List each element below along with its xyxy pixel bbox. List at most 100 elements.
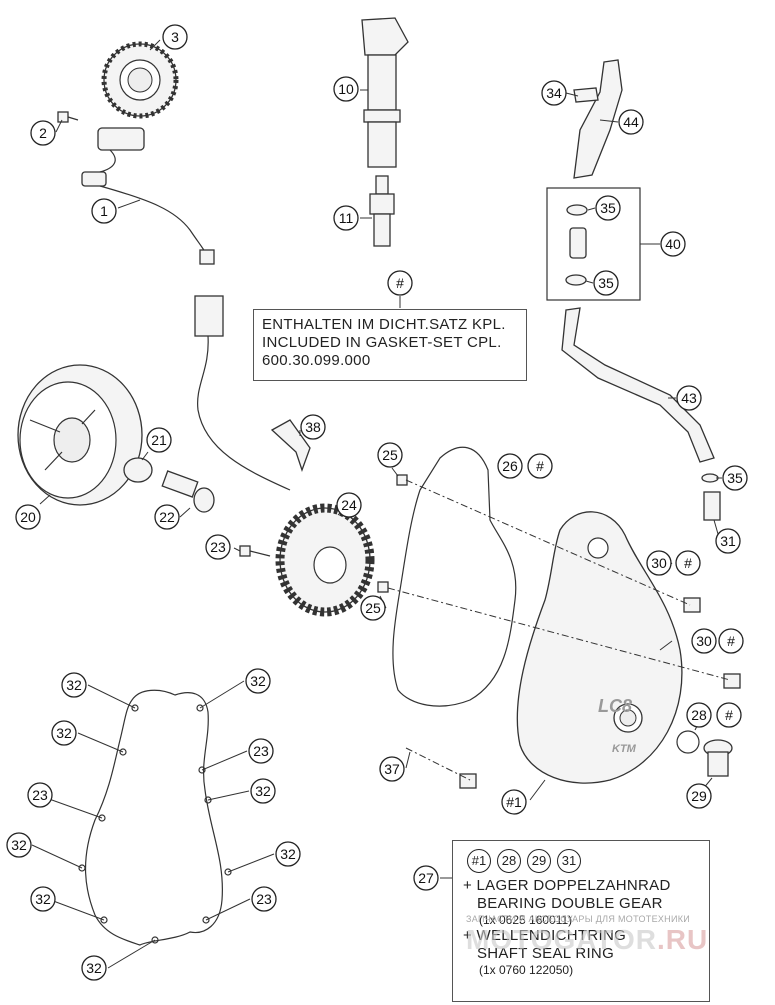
ignition-cover-part [516,511,683,784]
callout-23-b: 23 [27,782,53,808]
callout-29: 29 [686,783,712,809]
bearing-note-line-3: (1x 0625 160011) [479,913,573,927]
callout-28-hash: # [716,702,742,728]
callout-10: 10 [333,76,359,102]
bearing-note-line-6: (1x 0760 122050) [479,963,574,977]
svg-text:#: # [396,275,404,291]
callout-37: 37 [379,756,405,782]
svg-text:32: 32 [86,960,102,976]
callout-32-g: 32 [30,886,56,912]
gasket-note-line-2: INCLUDED IN GASKET-SET CPL. [262,334,502,351]
callout-25-a: 25 [377,442,403,468]
svg-text:32: 32 [255,783,271,799]
callout-28: 28 [686,702,712,728]
flywheel-bolt-part [161,470,215,513]
callout-32-a: 32 [61,672,87,698]
callout-35-a: 35 [595,195,621,221]
hose-upper-part [573,59,623,179]
svg-text:1: 1 [100,203,108,219]
callout-35-b: 35 [593,270,619,296]
svg-text:3: 3 [171,29,179,45]
callout-24: 24 [336,492,362,518]
callout-40: 40 [660,231,686,257]
bearing-note-line-1: + LAGER DOPPELZAHNRAD [463,877,671,894]
svg-text:21: 21 [151,432,167,448]
svg-text:#: # [536,458,544,474]
callout-hash1-cover: #1 [501,789,527,815]
flywheel-part [17,364,143,506]
callout-25-b: 25 [360,595,386,621]
ignition-coil-part [361,17,409,168]
svg-text:35: 35 [727,470,743,486]
cover-logo-text: LC8 [598,696,632,716]
svg-text:44: 44 [623,114,639,130]
cover-bolts [377,474,741,789]
gasket-note-line-3: 600.30.099.000 [262,352,371,369]
callout-32-b: 32 [245,668,271,694]
callout-23-c: 23 [251,886,277,912]
svg-text:32: 32 [11,837,27,853]
callout-44: 44 [618,109,644,135]
svg-text:2: 2 [39,125,47,141]
svg-text:40: 40 [665,236,681,252]
callout-32-f: 32 [275,841,301,867]
svg-text:30: 30 [651,555,667,571]
plug-screw-part [703,739,733,777]
spark-plug-part [369,175,395,247]
callout-32-c: 32 [51,720,77,746]
callout-34: 34 [541,80,567,106]
leader-lines [31,39,722,969]
callout-30-a-hash: # [675,550,701,576]
stator-harness [194,295,291,491]
ref-badge: 29 [527,849,551,873]
svg-text:37: 37 [384,761,400,777]
callout-27: 27 [413,865,439,891]
svg-text:23: 23 [210,539,226,555]
trigger-wheel-part [101,41,179,119]
bearing-note-line-5: SHAFT SEAL RING [477,945,615,962]
crank-sensor-part [81,127,215,265]
callout-43: 43 [676,385,702,411]
callout-21: 21 [146,427,172,453]
screw-part-2 [57,111,79,123]
o-ring-part [676,730,700,754]
svg-text:10: 10 [338,81,354,97]
callout-30-b: 30 [691,628,717,654]
ref-badge: #1 [467,849,491,873]
cable-clip-part [270,419,311,472]
callout-11: 11 [333,205,359,231]
callout-23-a: 23 [248,738,274,764]
svg-text:29: 29 [691,788,707,804]
svg-text:34: 34 [546,85,562,101]
svg-text:31: 31 [720,533,736,549]
callout-2: 2 [30,120,56,146]
callout-32-e: 32 [6,832,32,858]
stator-screw-part [239,545,271,557]
svg-text:32: 32 [66,677,82,693]
gasket-set-note: ENTHALTEN IM DICHT.SATZ KPL. INCLUDED IN… [253,309,527,381]
bearing-note-line-2: BEARING DOUBLE GEAR [477,895,663,912]
hose-lower-part [561,307,721,521]
svg-text:32: 32 [35,891,51,907]
svg-text:#1: #1 [506,794,522,810]
stator-part [275,503,375,617]
svg-text:32: 32 [250,673,266,689]
ref-badge: 31 [557,849,581,873]
svg-text:23: 23 [32,787,48,803]
svg-text:24: 24 [341,497,357,513]
callout-30-b-hash: # [718,628,744,654]
callout-hash-note: # [387,270,413,296]
svg-text:25: 25 [382,447,398,463]
callout-26-hash: # [527,453,553,479]
svg-text:22: 22 [159,509,175,525]
callout-26: 26 [497,453,523,479]
svg-text:27: 27 [418,870,434,886]
svg-text:23: 23 [253,743,269,759]
callout-22: 22 [154,504,180,530]
svg-text:32: 32 [280,846,296,862]
large-gasket-part [84,689,223,946]
svg-text:11: 11 [339,210,354,226]
callout-31: 31 [715,528,741,554]
svg-text:35: 35 [600,200,616,216]
